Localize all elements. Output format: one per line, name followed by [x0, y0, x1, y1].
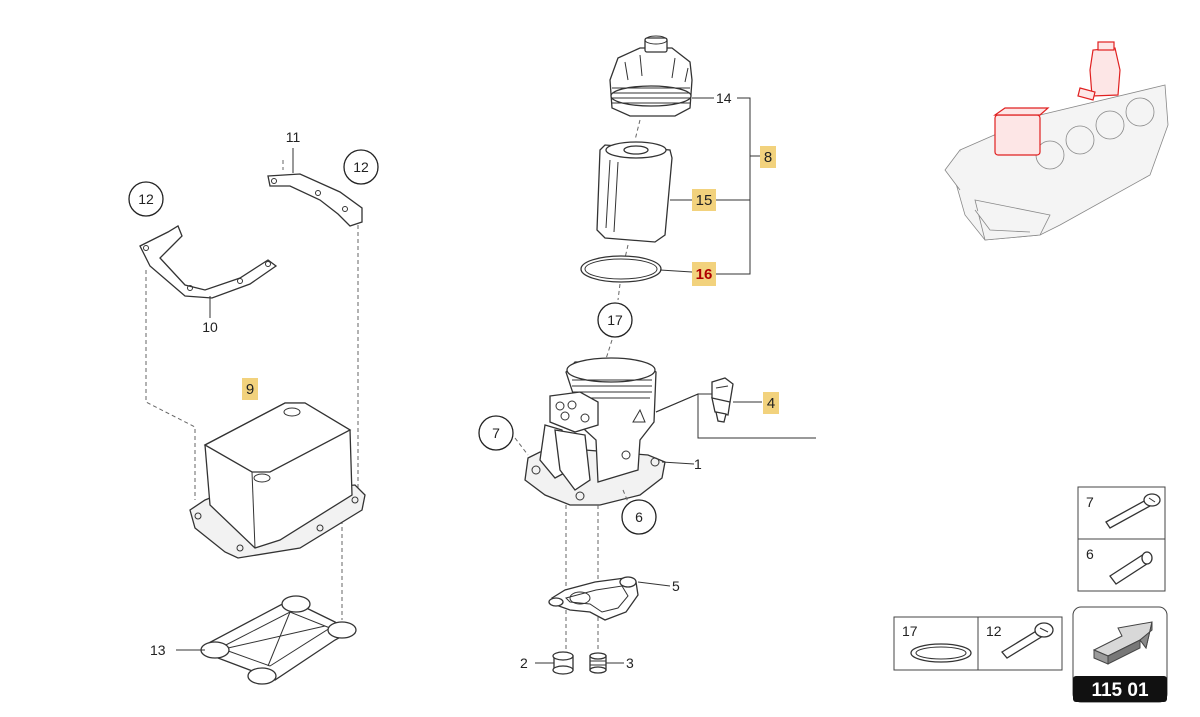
callout-15: 15 — [696, 192, 713, 209]
callout-6: 6 — [635, 509, 643, 525]
callout-10: 10 — [202, 319, 218, 335]
callout-7: 7 — [492, 425, 500, 441]
legend-oring-17: 17 — [893, 616, 979, 671]
callout-9: 9 — [246, 381, 254, 398]
oil-cooler-9 — [189, 402, 366, 559]
callout-16: 16 — [696, 266, 713, 283]
gasket-10 — [139, 225, 278, 299]
legend-label-17: 17 — [902, 623, 918, 639]
engine-locator-icon — [944, 41, 1169, 241]
page-number: 115 01 — [1091, 680, 1148, 701]
callout-8: 8 — [764, 149, 772, 166]
legend-label-12: 12 — [986, 623, 1002, 639]
filter-cap-14 — [609, 35, 693, 117]
gasket-11 — [267, 173, 363, 227]
callout-11: 11 — [286, 129, 301, 145]
sensor-4 — [711, 377, 734, 423]
legend-screw-12: 12 — [977, 616, 1063, 671]
filter-housing-1 — [524, 357, 666, 506]
callout-12-left: 12 — [138, 191, 154, 207]
callout-12-right: 12 — [353, 159, 369, 175]
gasket-13 — [200, 595, 357, 685]
callout-5: 5 — [672, 578, 680, 594]
legend-label-7: 7 — [1086, 494, 1094, 510]
plug-2 — [552, 651, 574, 675]
callout-17: 17 — [607, 312, 623, 328]
next-page-button[interactable]: 115 01 — [1072, 606, 1168, 703]
callout-3: 3 — [626, 655, 634, 671]
gasket-5 — [548, 576, 639, 621]
filter-element-15 — [596, 141, 673, 243]
legend-label-6: 6 — [1086, 546, 1094, 562]
callout-14: 14 — [716, 90, 732, 106]
o-ring-16 — [580, 255, 662, 283]
callout-1: 1 — [694, 456, 702, 472]
callout-13: 13 — [150, 642, 166, 658]
callout-2: 2 — [520, 655, 528, 671]
plug-3 — [589, 652, 607, 674]
next-page-arrow-icon — [1092, 621, 1153, 665]
legend-sleeve-6: 6 — [1077, 538, 1166, 592]
legend-screw-7: 7 — [1077, 486, 1166, 540]
callout-4: 4 — [767, 395, 775, 412]
